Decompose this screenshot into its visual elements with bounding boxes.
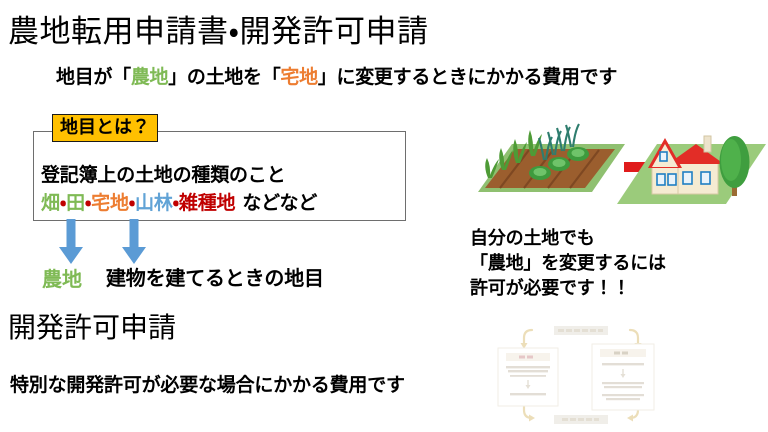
right-caption-line-3: 許可が必要です！！: [470, 278, 631, 298]
term-separator-3: ・: [128, 193, 136, 214]
page-title: 農地転用申請書・開発許可申請: [8, 14, 429, 49]
term-sanrin: 山林: [135, 193, 173, 214]
term-takuchi: 宅地: [91, 193, 129, 214]
subtitle: 地目が「農地」の土地を「宅地」に変更するときにかかる費用です: [56, 66, 617, 90]
subtitle-part-1: 地目が「: [56, 67, 131, 88]
definition-box: [33, 131, 406, 221]
process-cycle-diagram: [486, 322, 676, 430]
down-arrow-icon-right: [121, 219, 147, 265]
term-ta: 田: [66, 193, 85, 214]
definition-line-1: 登記簿上の土地の種類のこと: [41, 165, 286, 186]
arrow-label-nouchi: 農地: [42, 269, 82, 291]
term-separator-4: ・: [172, 193, 179, 214]
subtitle-highlight-takuchi: 宅地: [280, 67, 318, 88]
section-title-kaihatsu: 開発許可申請: [8, 312, 177, 343]
right-caption-line-1: 自分の土地でも: [470, 228, 595, 248]
down-arrow-icon-left: [58, 219, 84, 265]
farmland-to-house-illustration: [452, 100, 768, 218]
term-zasshuchi: 雑種地: [178, 193, 236, 214]
subtitle-part-2: 」の土地を「: [168, 67, 281, 88]
right-caption: 自分の土地でも 「農地」を変更するには 許可が必要です！！: [470, 226, 666, 301]
definition-line-2: 畑・田・宅地・山林・雑種地などなど: [41, 192, 317, 215]
term-hatake: 畑: [41, 193, 60, 214]
subtitle-highlight-nouchi: 農地: [130, 67, 169, 88]
term-etc: などなど: [242, 193, 318, 214]
right-caption-line-2: 「農地」を変更するには: [470, 253, 666, 273]
term-separator-1: ・: [59, 193, 67, 214]
term-separator-2: ・: [84, 193, 92, 214]
arrow-label-tatemono: 建物を建てるときの地目: [106, 268, 324, 290]
subtitle-part-3: 」に変更するときにかかる費用です: [317, 67, 618, 88]
definition-badge: 地目とは？: [52, 114, 158, 142]
section-description: 特別な開発許可が必要な場合にかかる費用です: [10, 375, 405, 396]
